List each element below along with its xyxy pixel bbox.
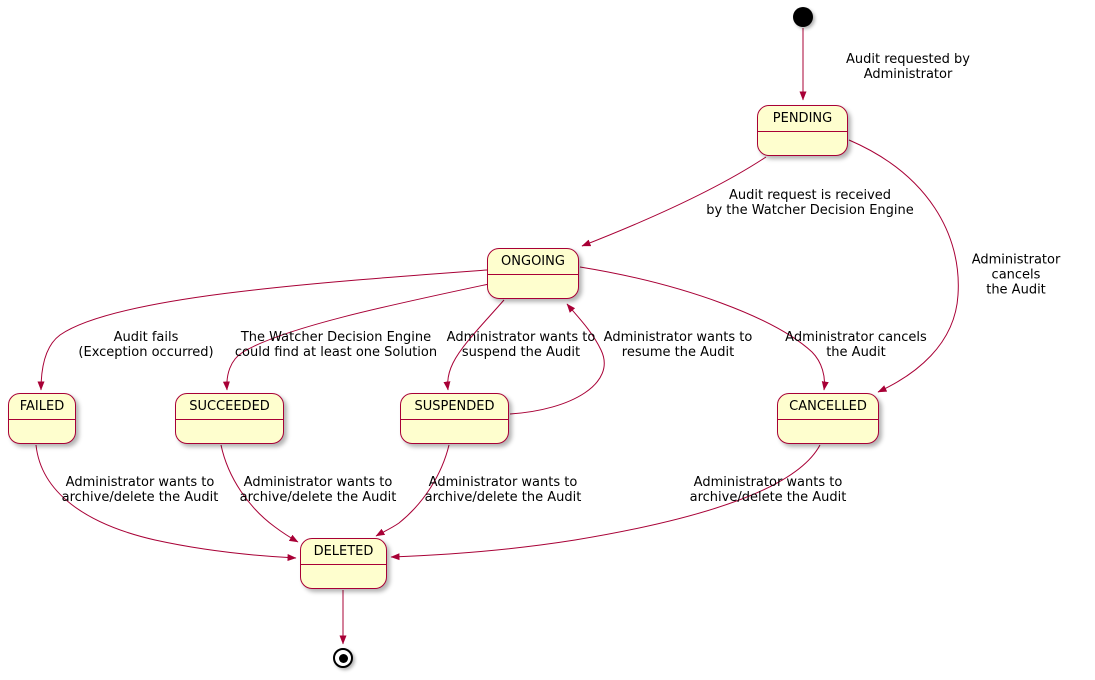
state-ongoing: ONGOING <box>487 248 579 299</box>
transition-label-succeeded-deleted: Administrator wants to archive/delete th… <box>239 475 397 505</box>
state-divider <box>9 419 75 420</box>
state-pending: PENDING <box>757 105 848 156</box>
edge-pending-to-ongoing <box>581 156 767 247</box>
state-succeeded-label: SUCCEEDED <box>189 399 270 414</box>
edge-suspended-to-deleted <box>375 444 450 537</box>
state-cancelled: CANCELLED <box>777 393 879 444</box>
state-cancelled-label: CANCELLED <box>789 399 867 414</box>
final-state-node <box>333 648 353 668</box>
edge-ongoing-to-succeeded <box>222 283 490 391</box>
state-failed-label: FAILED <box>19 399 65 414</box>
transition-label-start-pending: Audit requested by Administrator <box>846 52 970 82</box>
transition-label-pending-ongoing: Audit request is received by the Watcher… <box>706 188 914 218</box>
transition-label-suspended-ongoing: Administrator wants to resume the Audit <box>603 330 753 360</box>
final-state-dot <box>338 653 348 663</box>
state-suspended: SUSPENDED <box>400 393 509 444</box>
state-suspended-label: SUSPENDED <box>414 399 495 414</box>
transition-label-failed-deleted: Administrator wants to archive/delete th… <box>61 475 219 505</box>
state-failed: FAILED <box>8 393 76 444</box>
state-divider <box>758 131 847 132</box>
edge-ongoing-to-suspended <box>443 299 505 391</box>
edge-failed-to-deleted <box>35 444 297 562</box>
edge-suspended-to-ongoing <box>509 303 605 415</box>
transition-label-suspended-deleted: Administrator wants to archive/delete th… <box>424 475 582 505</box>
state-divider <box>778 419 878 420</box>
edge-cancelled-to-deleted <box>390 444 821 561</box>
state-divider <box>401 419 508 420</box>
state-pending-label: PENDING <box>772 111 833 126</box>
transition-label-ongoing-cancelled: Administrator cancels the Audit <box>785 330 927 360</box>
transition-label-pending-cancelled: Administrator cancels the Audit <box>971 252 1061 298</box>
transition-label-ongoing-succeeded: The Watcher Decision Engine could find a… <box>234 330 438 360</box>
edge-ongoing-to-cancelled <box>579 266 829 391</box>
edge-ongoing-to-failed <box>37 269 488 391</box>
state-deleted-label: DELETED <box>313 544 374 559</box>
initial-state-node <box>793 7 813 27</box>
state-divider <box>176 419 283 420</box>
state-succeeded: SUCCEEDED <box>175 393 284 444</box>
state-divider <box>301 564 386 565</box>
edge-pending-to-cancelled <box>848 139 959 393</box>
transition-label-ongoing-failed: Audit fails (Exception occurred) <box>78 330 214 360</box>
state-deleted: DELETED <box>300 538 387 589</box>
transition-label-ongoing-suspended: Administrator wants to suspend the Audit <box>446 330 596 360</box>
state-divider <box>488 274 578 275</box>
edge-succeeded-to-deleted <box>220 444 299 543</box>
state-ongoing-label: ONGOING <box>501 254 565 269</box>
transition-label-cancelled-deleted: Administrator wants to archive/delete th… <box>689 475 847 505</box>
